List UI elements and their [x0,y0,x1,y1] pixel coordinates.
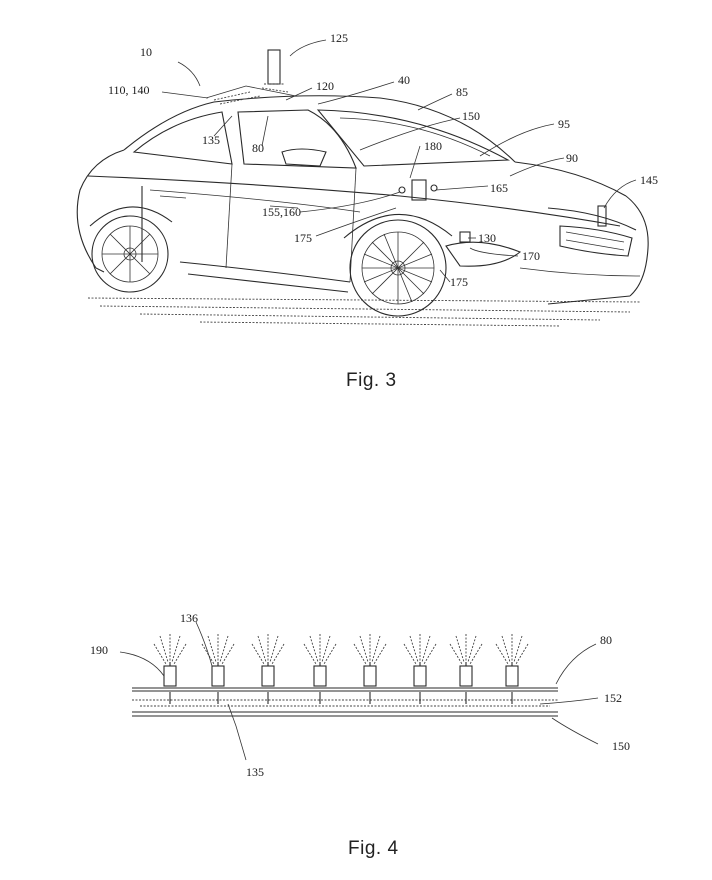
label-90: 90 [566,151,578,165]
fig4-nozzle-strip-drawing: 136 80 190 152 150 135 [90,611,630,779]
fig3-reference-numerals: 10 125 110, 140 120 40 85 150 95 135 80 … [108,31,658,289]
ground-shading [87,297,641,327]
nozzle-3 [251,634,285,704]
side-mirror [281,148,327,167]
label-40: 40 [398,73,410,87]
windows [132,109,511,169]
fig4-caption: Fig. 4 [348,838,399,859]
headlight [445,241,522,267]
label-130: 130 [478,231,496,245]
roof-sensor [205,49,297,105]
label-95: 95 [558,117,570,131]
rear-wheel [89,206,173,293]
label-120: 120 [316,79,334,93]
nozzle-8 [495,634,529,704]
label-165: 165 [490,181,508,195]
label-135: 135 [202,133,220,147]
label-155-160: 155,160 [262,205,301,219]
label-175-upper: 175 [294,231,312,245]
label-180: 180 [424,139,442,153]
label-136: 136 [180,611,198,625]
front-details [445,207,641,277]
label-150: 150 [462,109,480,123]
label-170: 170 [522,249,540,263]
nozzle-6 [403,634,437,704]
label-175-lower: 175 [450,275,468,289]
nozzle-7 [449,634,483,704]
nozzle-5 [353,634,387,704]
doors [141,148,357,283]
label-152: 152 [604,691,622,705]
label-110-140: 110, 140 [108,83,150,97]
label-10: 10 [140,45,152,59]
label-150: 150 [612,739,630,753]
label-80: 80 [600,633,612,647]
fig4-leader-lines [119,621,599,761]
fig4-reference-numerals: 136 80 190 152 150 135 [90,611,630,779]
grille [559,225,633,257]
nozzle-4 [303,634,337,704]
layer-stack [132,687,558,717]
fig3-caption: Fig. 3 [346,370,397,391]
hood-components [398,179,607,243]
label-145: 145 [640,173,658,187]
nozzle-1 [153,634,187,704]
label-80: 80 [252,141,264,155]
front-wheel [343,213,453,317]
label-190: 190 [90,643,108,657]
leader-lines [161,39,637,283]
label-125: 125 [330,31,348,45]
fig3-car-drawing: 10 125 110, 140 120 40 85 150 95 135 80 … [76,31,658,327]
nozzle-2 [201,634,235,704]
label-85: 85 [456,85,468,99]
nozzles [153,634,529,704]
label-135: 135 [246,765,264,779]
